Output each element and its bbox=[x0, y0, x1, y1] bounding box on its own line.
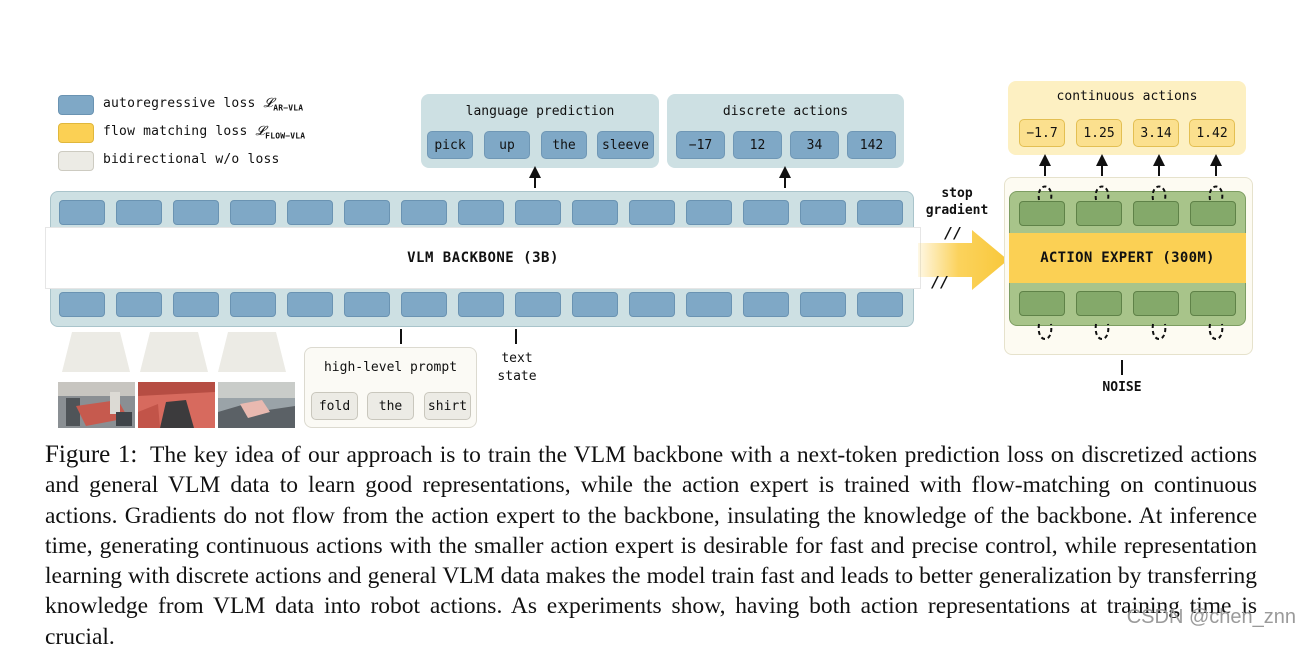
action-expert-label: ACTION EXPERT (300M) bbox=[1040, 250, 1215, 266]
discrete-action-token: 142 bbox=[847, 131, 896, 159]
discrete-action-token: 34 bbox=[790, 131, 839, 159]
figure-label: Figure 1: bbox=[45, 441, 138, 468]
image-token-trapezoid bbox=[218, 332, 286, 372]
backbone-token bbox=[173, 200, 219, 225]
camera-image-3 bbox=[218, 382, 295, 428]
prompt-token: shirt bbox=[424, 392, 471, 420]
backbone-token bbox=[515, 200, 561, 225]
backbone-token bbox=[458, 292, 504, 317]
figure-caption: Figure 1: The key idea of our approach i… bbox=[45, 440, 1257, 652]
flow-loop-bottom bbox=[1094, 323, 1110, 340]
action-expert-band: ACTION EXPERT (300M) bbox=[1009, 233, 1246, 283]
stop-gradient-arrow bbox=[918, 230, 1008, 290]
flow-loop-bottom bbox=[1208, 323, 1224, 340]
backbone-token bbox=[287, 292, 333, 317]
backbone-token bbox=[800, 292, 846, 317]
backbone-token bbox=[458, 200, 504, 225]
action-expert-token bbox=[1133, 201, 1179, 226]
high-level-prompt-panel: high-level prompt fold the shirt bbox=[304, 347, 477, 428]
discrete-action-token: 12 bbox=[733, 131, 782, 159]
image-token-trapezoid bbox=[62, 332, 130, 372]
backbone-token bbox=[116, 200, 162, 225]
backbone-token bbox=[800, 200, 846, 225]
legend-label-bidirectional: bidirectional w/o loss bbox=[103, 152, 280, 167]
backbone-label: VLM BACKBONE (3B) bbox=[407, 250, 559, 266]
camera-image-2 bbox=[138, 382, 215, 428]
image-token-trapezoid bbox=[140, 332, 208, 372]
backbone-token bbox=[857, 200, 903, 225]
language-token: sleeve bbox=[597, 131, 654, 159]
discrete-action-token: −17 bbox=[676, 131, 725, 159]
backbone-token bbox=[857, 292, 903, 317]
backbone-token bbox=[629, 200, 675, 225]
backbone-token bbox=[344, 200, 390, 225]
backbone-token bbox=[287, 200, 333, 225]
legend-label-autoregressive: autoregressive loss 𝓛AR−VLA bbox=[103, 96, 304, 113]
text-state-label: text state bbox=[497, 351, 537, 384]
discrete-actions-panel: discrete actions −17 12 34 142 bbox=[667, 94, 904, 168]
backbone-token bbox=[686, 292, 732, 317]
action-expert-token bbox=[1019, 201, 1065, 226]
backbone-token bbox=[572, 292, 618, 317]
legend-swatch-autoregressive bbox=[58, 95, 94, 115]
language-token: pick bbox=[427, 131, 473, 159]
backbone-token bbox=[116, 292, 162, 317]
watermark: CSDN @chen_znn bbox=[1126, 606, 1296, 628]
language-token: the bbox=[541, 131, 587, 159]
backbone-token bbox=[515, 292, 561, 317]
backbone-token bbox=[59, 200, 105, 225]
language-prediction-panel: language prediction pick up the sleeve bbox=[421, 94, 659, 168]
stop-gradient-marks-top: // bbox=[944, 224, 963, 242]
prompt-token: the bbox=[367, 392, 414, 420]
continuous-actions-panel: continuous actions −1.7 1.25 3.14 1.42 bbox=[1008, 81, 1246, 155]
noise-label: NOISE bbox=[1102, 380, 1142, 395]
backbone-band: VLM BACKBONE (3B) bbox=[45, 227, 921, 289]
backbone-token bbox=[686, 200, 732, 225]
connector-overlay bbox=[62, 154, 1224, 375]
action-expert-token bbox=[1076, 291, 1122, 316]
continuous-action-token: 1.25 bbox=[1076, 119, 1122, 147]
flow-loop-bottom bbox=[1037, 323, 1053, 340]
flow-loop-top bbox=[1151, 185, 1167, 201]
flow-loop-top bbox=[1094, 185, 1110, 201]
backbone-token bbox=[344, 292, 390, 317]
continuous-action-token: 3.14 bbox=[1133, 119, 1179, 147]
action-expert-token bbox=[1190, 201, 1236, 226]
backbone-token bbox=[743, 292, 789, 317]
stop-gradient-label: stop gradient bbox=[925, 186, 989, 218]
language-token: up bbox=[484, 131, 530, 159]
action-expert-token bbox=[1019, 291, 1065, 316]
flow-loop-top bbox=[1037, 185, 1053, 201]
continuous-action-token: −1.7 bbox=[1019, 119, 1065, 147]
prompt-token: fold bbox=[311, 392, 358, 420]
legend-label-flow: flow matching loss 𝓛FLOW−VLA bbox=[103, 124, 306, 141]
backbone-token bbox=[629, 292, 675, 317]
continuous-actions-title: continuous actions bbox=[1056, 89, 1198, 104]
backbone-token bbox=[401, 200, 447, 225]
caption-text: The key idea of our approach is to train… bbox=[45, 442, 1258, 650]
legend-swatch-bidirectional bbox=[58, 151, 94, 171]
continuous-action-token: 1.42 bbox=[1189, 119, 1235, 147]
backbone-token bbox=[173, 292, 219, 317]
backbone-token bbox=[230, 292, 276, 317]
camera-image-1 bbox=[58, 382, 135, 428]
language-prediction-title: language prediction bbox=[465, 104, 615, 119]
high-level-prompt-title: high-level prompt bbox=[323, 360, 458, 375]
action-expert-token bbox=[1190, 291, 1236, 316]
legend-swatch-flow bbox=[58, 123, 94, 143]
backbone-token bbox=[572, 200, 618, 225]
backbone-token bbox=[401, 292, 447, 317]
flow-loop-bottom bbox=[1151, 323, 1167, 340]
discrete-actions-title: discrete actions bbox=[722, 104, 849, 119]
action-expert-token bbox=[1076, 201, 1122, 226]
backbone-token bbox=[230, 200, 276, 225]
flow-loop-top bbox=[1208, 185, 1224, 201]
backbone-token bbox=[743, 200, 789, 225]
stop-gradient-marks-bottom: // bbox=[931, 273, 950, 291]
action-expert-token bbox=[1133, 291, 1179, 316]
backbone-token bbox=[59, 292, 105, 317]
